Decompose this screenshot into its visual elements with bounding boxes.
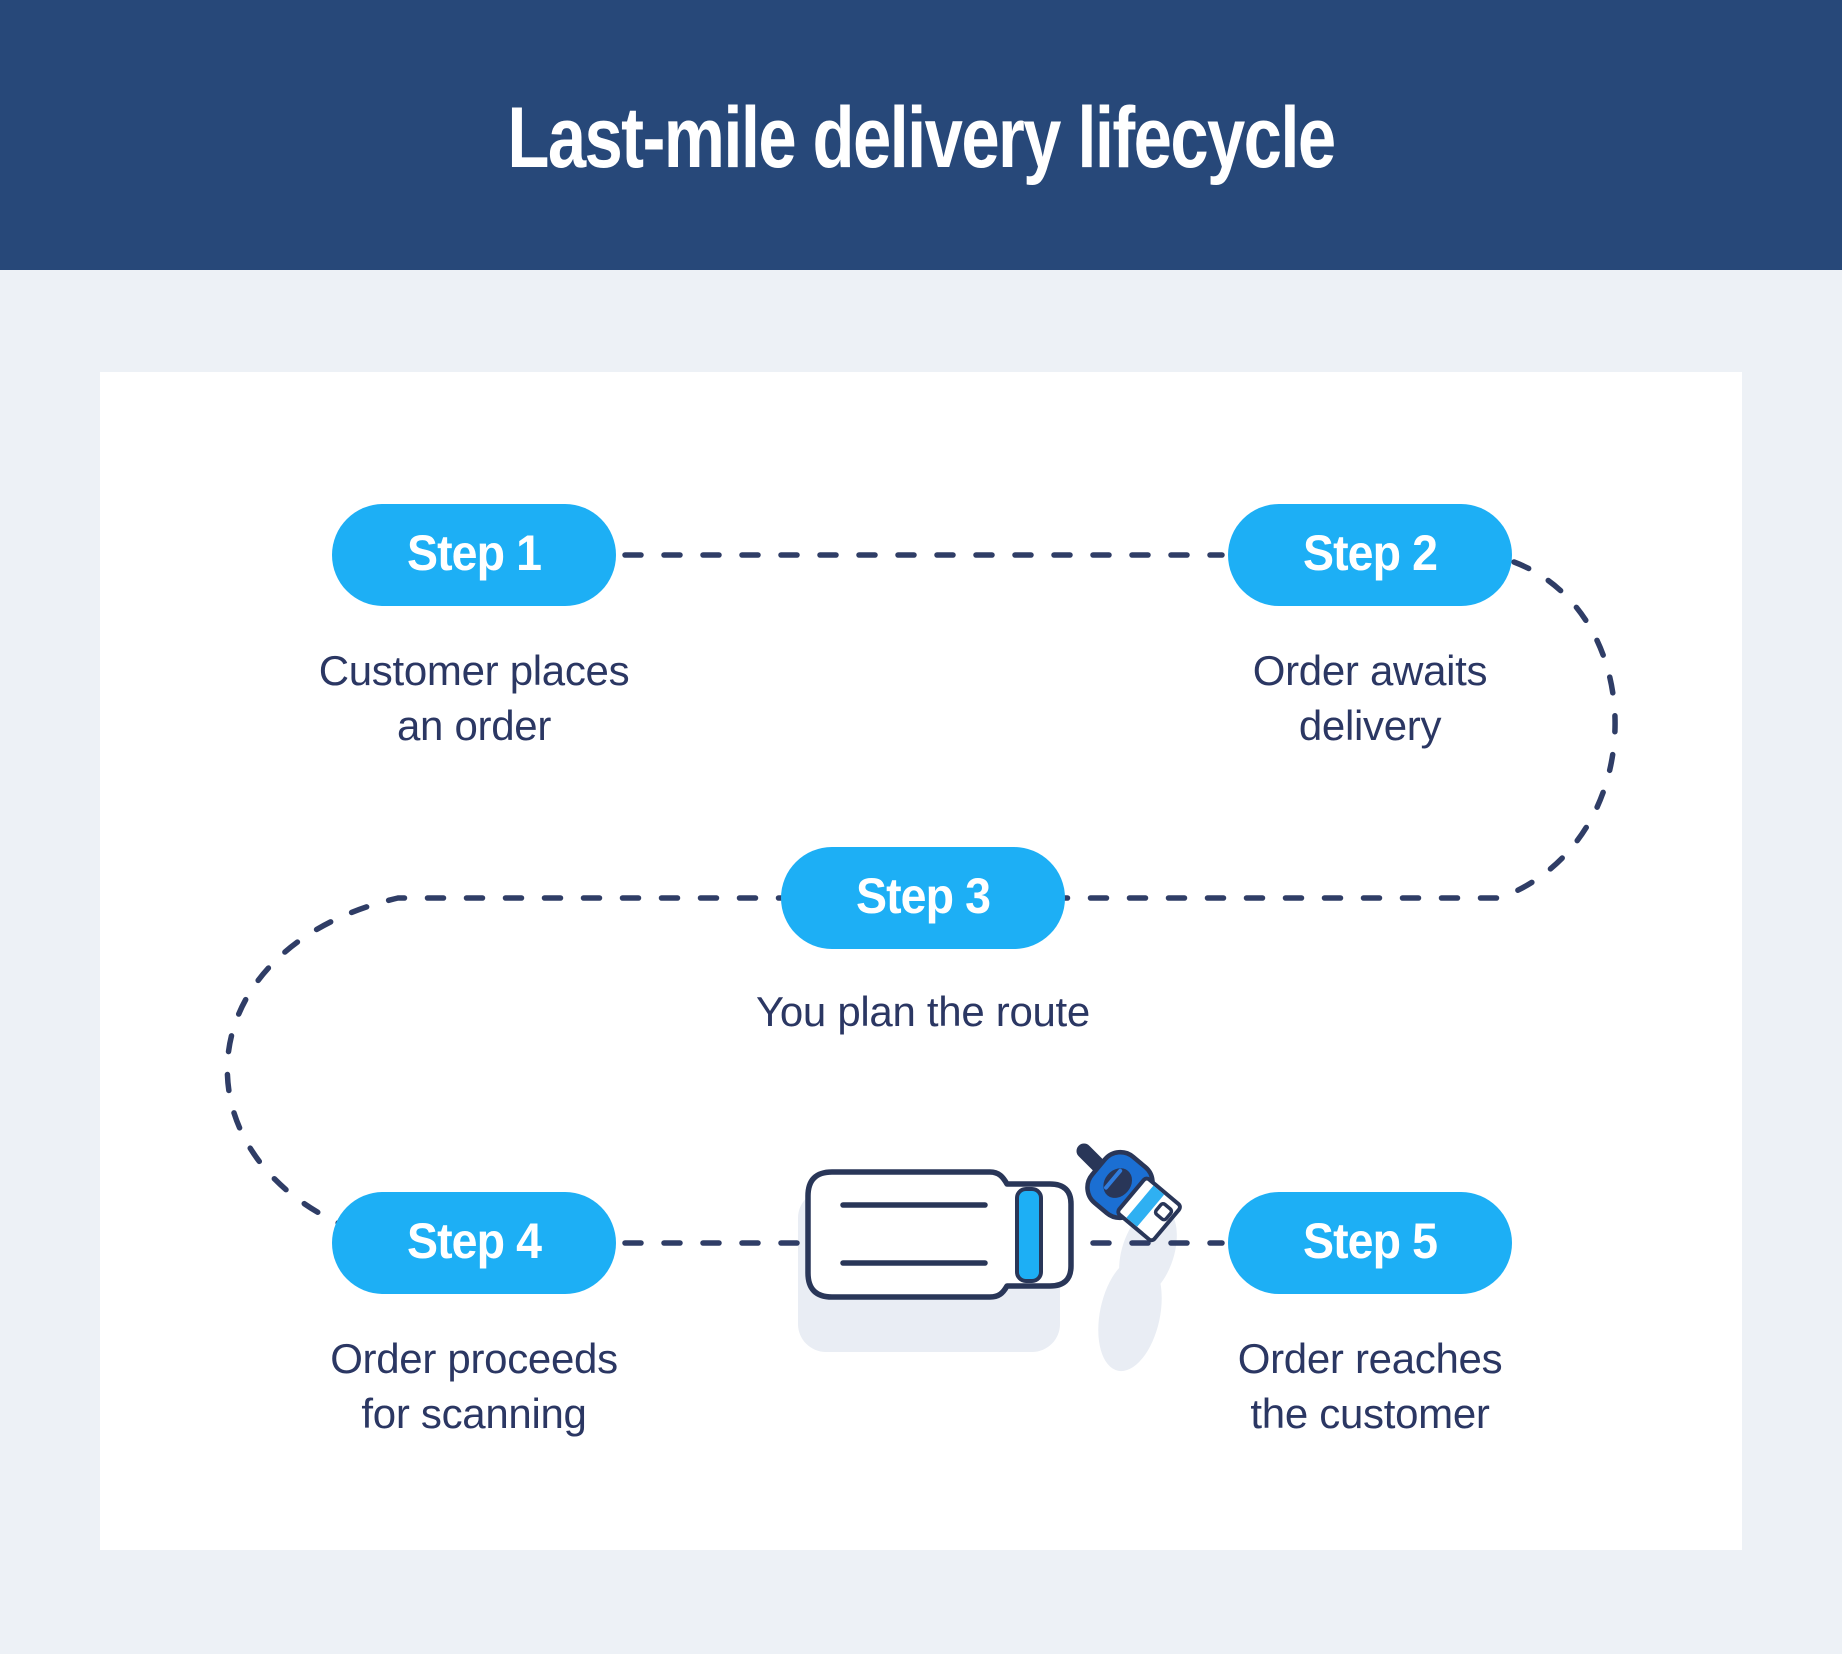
step-2-badge: Step 2	[1228, 504, 1512, 606]
courier-head	[1103, 1168, 1133, 1198]
step-4-badge: Step 4	[332, 1192, 616, 1294]
diagram-artwork	[224, 552, 1618, 1372]
dashed-route	[224, 552, 1618, 1249]
delivery-truck-icon	[805, 1169, 1074, 1300]
courier-head-highlight	[1104, 1168, 1123, 1190]
package	[1116, 1176, 1182, 1243]
step-5-badge-text: Step 5	[1303, 1213, 1438, 1269]
step-3-label: You plan the route	[755, 988, 1090, 1035]
step-2-label: Order awaits delivery	[1252, 647, 1488, 749]
diagram-card: Step 1 Step 2 Step 3 Step 4 Step 5 Custo…	[100, 372, 1742, 1550]
step-1-label: Customer places an order	[318, 647, 630, 749]
courier-icon	[1076, 1143, 1182, 1243]
step-3-badge-text: Step 3	[856, 868, 991, 924]
package-label	[1153, 1202, 1174, 1222]
step-5-label: Order reaches the customer	[1237, 1335, 1503, 1437]
step-3-badge: Step 3	[781, 847, 1065, 949]
courier-arm	[1076, 1143, 1108, 1175]
step-1-badge-text: Step 1	[407, 525, 542, 581]
step-5-badge: Step 5	[1228, 1192, 1512, 1294]
truck-windshield	[1015, 1187, 1043, 1283]
header-banner: Last-mile delivery lifecycle	[0, 0, 1842, 270]
step-4-badge-text: Step 4	[407, 1213, 542, 1269]
page-title: Last-mile delivery lifecycle	[507, 89, 1336, 186]
package-stripe	[1126, 1185, 1165, 1227]
connector-step2-step4	[224, 559, 1618, 1249]
step-1-badge: Step 1	[332, 504, 616, 606]
step-2-badge-text: Step 2	[1303, 525, 1438, 581]
step-4-label: Order proceeds for scanning	[330, 1335, 618, 1437]
